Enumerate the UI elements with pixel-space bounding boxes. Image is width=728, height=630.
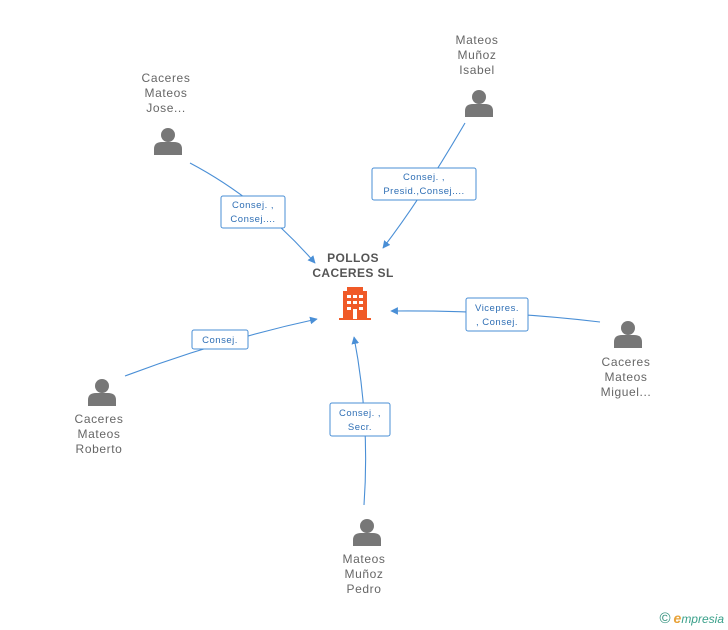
relation-label-line: Secr.	[348, 422, 372, 433]
copyright-icon: ©	[659, 610, 671, 627]
company-node[interactable]: POLLOS CACERES SL	[312, 251, 393, 320]
person-icon	[353, 519, 381, 546]
person-name-line: Caceres	[75, 412, 124, 426]
relation-label-line: Consej. ,	[232, 200, 274, 211]
relation-label-pedro[interactable]: Consej. , Secr.	[329, 402, 391, 437]
relation-label-line: , Consej.	[476, 317, 518, 328]
brand-watermark[interactable]: ©empresia	[659, 610, 724, 627]
person-name-line: Isabel	[459, 63, 495, 77]
person-name-line: Roberto	[76, 442, 123, 456]
company-name-line-2: CACERES SL	[312, 266, 393, 280]
person-name-line: Caceres	[602, 355, 651, 369]
person-name-line: Mateos	[456, 33, 499, 47]
person-name-line: Caceres	[142, 71, 191, 85]
person-icon	[614, 321, 642, 348]
relation-label-line: Presid.,Consej....	[383, 186, 464, 197]
person-icon	[154, 128, 182, 155]
person-icon	[88, 379, 116, 406]
person-name-line: Muñoz	[344, 567, 383, 581]
person-node-mateos-munoz-isabel[interactable]: Mateos Muñoz Isabel	[456, 33, 499, 117]
relation-label-roberto[interactable]: Consej.	[191, 329, 249, 350]
person-name-line: Miguel...	[601, 385, 652, 399]
relation-label-line: Consej. ,	[339, 408, 381, 419]
building-icon	[339, 287, 371, 320]
person-node-caceres-mateos-jose[interactable]: Caceres Mateos Jose...	[142, 71, 191, 155]
person-node-caceres-mateos-miguel[interactable]: Caceres Mateos Miguel...	[601, 321, 652, 399]
person-name-line: Jose...	[146, 101, 186, 115]
person-name-line: Mateos	[343, 552, 386, 566]
brand-logo-initial: e	[673, 610, 682, 626]
company-name-line-1: POLLOS	[327, 251, 379, 265]
relation-label-miguel[interactable]: Vicepres. , Consej.	[465, 297, 529, 332]
person-node-mateos-munoz-pedro[interactable]: Mateos Muñoz Pedro	[343, 519, 386, 596]
relation-label-line: Consej. ,	[403, 172, 445, 183]
person-name-line: Mateos	[145, 86, 188, 100]
person-name-line: Pedro	[346, 582, 381, 596]
brand-logo-text: mpresia	[681, 612, 724, 626]
person-name-line: Muñoz	[457, 48, 496, 62]
person-icon	[465, 90, 493, 117]
relation-label-isabel[interactable]: Consej. , Presid.,Consej....	[371, 167, 477, 201]
relation-label-line: Consej....	[230, 214, 275, 225]
relation-label-jose[interactable]: Consej. , Consej....	[220, 195, 286, 229]
relation-label-line: Consej.	[202, 335, 238, 346]
relation-label-line: Vicepres.	[475, 303, 519, 314]
person-name-line: Mateos	[605, 370, 648, 384]
person-name-line: Mateos	[78, 427, 121, 441]
person-node-caceres-mateos-roberto[interactable]: Caceres Mateos Roberto	[75, 379, 124, 456]
